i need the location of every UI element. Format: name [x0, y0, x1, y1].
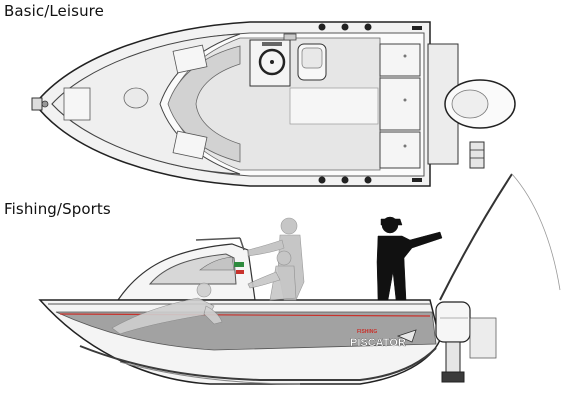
brand-name-text: PISCATOR — [350, 337, 406, 349]
section-label-basic-leisure: Basic/Leisure — [4, 2, 104, 20]
reclining-person-icon — [111, 282, 223, 335]
top-view-boat — [31, 21, 516, 187]
seated-person-icon — [247, 250, 297, 301]
fisherman-silhouette-icon — [376, 216, 443, 301]
outboard-engine-icon — [435, 301, 497, 383]
brand-small-text: FISHING — [357, 329, 377, 335]
section-label-fishing-sports: Fishing/Sports — [4, 200, 111, 218]
fish-logo-icon — [396, 329, 417, 343]
side-view-boat: FISHING PISCATOR — [38, 173, 561, 385]
